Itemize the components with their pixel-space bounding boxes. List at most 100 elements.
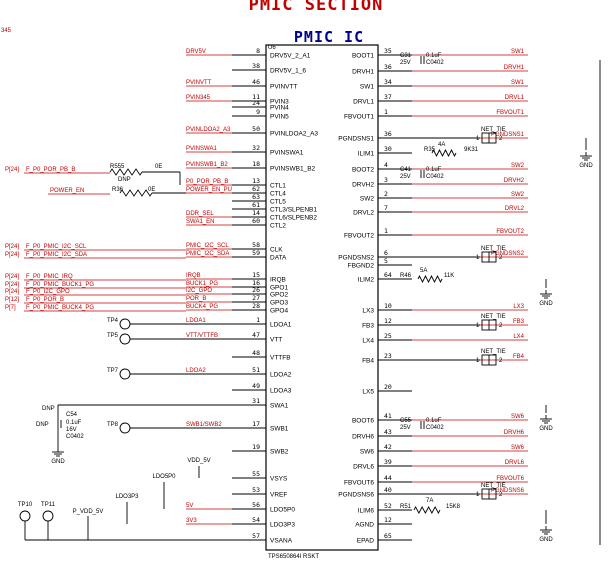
left-pin-number: 56	[252, 501, 260, 509]
left-pin-net: IRQB	[186, 273, 201, 279]
left-pin-number: 46	[252, 78, 260, 86]
test-point-circle	[119, 333, 131, 345]
right-pin-number: 44	[384, 474, 392, 482]
left-pin-number: 16	[252, 279, 260, 287]
left-pin-name: CTL4	[270, 191, 286, 198]
right-pin-number: 37	[384, 93, 392, 101]
resistor-r51	[413, 506, 441, 514]
signal-page-ref: P[24]	[5, 282, 19, 288]
net-tie-label: NET_TIE	[481, 127, 506, 133]
left-pin-number: 31	[252, 397, 260, 405]
vdd-5v-label: VDD_5V	[187, 458, 210, 464]
resistor-value: 11K	[444, 273, 454, 279]
ground-symbol	[540, 526, 552, 535]
left-pin-net: DRV5V	[186, 49, 206, 55]
left-pin-net: PVINSWA1	[186, 146, 217, 152]
left-pin-net: 3V3	[186, 518, 197, 524]
left-pin-number: 1	[256, 316, 260, 324]
right-pin-net: SW1	[511, 49, 525, 55]
left-pin-name: LDO5P0	[270, 507, 295, 514]
signal-name: F_P0_PMIC_BUCK1_PG	[26, 282, 94, 288]
right-pin-name: EPAD	[357, 538, 375, 545]
left-pin-number: 47	[252, 331, 260, 339]
left-pin-net: I2C_GPO	[186, 288, 212, 294]
right-pin-number: 10	[384, 302, 392, 310]
right-pin-name: DRVL1	[353, 99, 374, 106]
right-pin-net: DRVL2	[505, 206, 525, 212]
ground-symbol	[540, 415, 552, 424]
resistor-note: 5A	[420, 268, 427, 274]
right-pin-number: 7	[384, 204, 388, 212]
resistor-value: 9K31	[464, 147, 479, 153]
right-pin-name: FB3	[362, 323, 374, 330]
right-pin-number: 3	[384, 176, 388, 184]
left-pin-number: 51	[252, 366, 260, 374]
right-pin-number: 34	[384, 78, 392, 86]
right-pin-net: PGNDSNS1	[491, 132, 525, 138]
left-pin-number: 13	[252, 177, 260, 185]
signal-page-ref: P[24]	[5, 167, 19, 173]
resistor-ref: R46	[400, 273, 412, 279]
left-pin-name: PVINSWA1	[270, 150, 304, 157]
left-pin-net: PMIC_I2C_SDA	[186, 251, 229, 257]
left-pin-name: CTL3/SLPENB1	[270, 207, 317, 214]
left-pin-name: LDO3P3	[270, 522, 295, 529]
cap-value: 0.1uF	[426, 53, 442, 59]
resistor-note: DNP	[118, 177, 131, 183]
left-pin-name: PVIN5	[270, 114, 289, 121]
left-pin-name: VTTFB	[270, 355, 291, 362]
chip-title: PMIC IC	[294, 28, 364, 46]
left-pin-net: LDOA2	[186, 368, 206, 374]
right-pin-name: DRVL6	[353, 464, 374, 471]
resistor-ref: R36	[112, 187, 124, 193]
left-pin-number: 26	[252, 286, 260, 294]
net-tie-label: NET_TIE	[481, 483, 506, 489]
left-pin-number: 63	[252, 193, 260, 201]
right-pin-net: FB3	[513, 319, 525, 325]
right-pin-name: FB4	[362, 358, 374, 365]
left-pin-net: PVINVTT	[186, 80, 212, 86]
cap-note: DNP	[36, 422, 49, 428]
left-pin-name: CTL2	[270, 223, 286, 230]
right-pin-name: SW2	[360, 196, 374, 203]
right-pin-name: ILIM1	[358, 151, 375, 158]
resistor-note: 7A	[426, 498, 433, 504]
left-pin-name: PVINSWB1_B2	[270, 166, 316, 173]
left-pin-net: PVIN345	[186, 95, 211, 101]
resistor-r555	[109, 168, 143, 176]
left-pin-number: 58	[252, 241, 260, 249]
net-tie-pin1: 1	[476, 358, 480, 364]
test-point-circle	[119, 368, 131, 380]
left-pin-number: 61	[252, 201, 260, 209]
test-point-label: TP7	[107, 368, 119, 374]
left-pin-net: POWER_EN_PU	[186, 187, 232, 193]
right-pin-name: BOOT1	[352, 53, 374, 60]
page-title: PMIC SECTION	[249, 0, 384, 15]
left-pin-net: PVINSWB1_B2	[186, 162, 228, 168]
right-pin-number: 1	[384, 227, 388, 235]
left-pin-number: 53	[252, 486, 260, 494]
right-pin-name: PGNDSNS2	[338, 255, 374, 262]
resistor-value: 15K8	[446, 504, 461, 510]
right-pin-net: DRVH6	[504, 430, 525, 436]
cap-voltage: 25V	[400, 174, 411, 180]
right-pin-name: ILIM2	[358, 277, 375, 284]
signal-name: F_P0_POR_PB_B	[26, 167, 75, 173]
p-vdd-5v-label: P_VDD_5V	[73, 509, 104, 515]
right-pin-number: 40	[384, 486, 392, 494]
left-pin-net: P0_POR_PB_B	[186, 179, 228, 185]
right-pin-number: 2	[384, 190, 388, 198]
signal-page-ref: P[24]	[5, 252, 19, 258]
left-pin-name: VSANA	[270, 538, 293, 545]
cap-ref: C31	[400, 53, 412, 59]
right-pin-net: SW2	[511, 192, 525, 198]
right-pin-net: LX3	[513, 304, 524, 310]
net-tie-pin1: 1	[476, 492, 480, 498]
signal-page-ref: P[7]	[5, 305, 16, 311]
left-pin-name: GPO3	[270, 300, 288, 307]
test-point-label: TP5	[107, 333, 119, 339]
right-pin-number: 65	[384, 532, 392, 540]
left-pin-number: 28	[252, 302, 260, 310]
left-pin-number: 14	[252, 209, 260, 217]
